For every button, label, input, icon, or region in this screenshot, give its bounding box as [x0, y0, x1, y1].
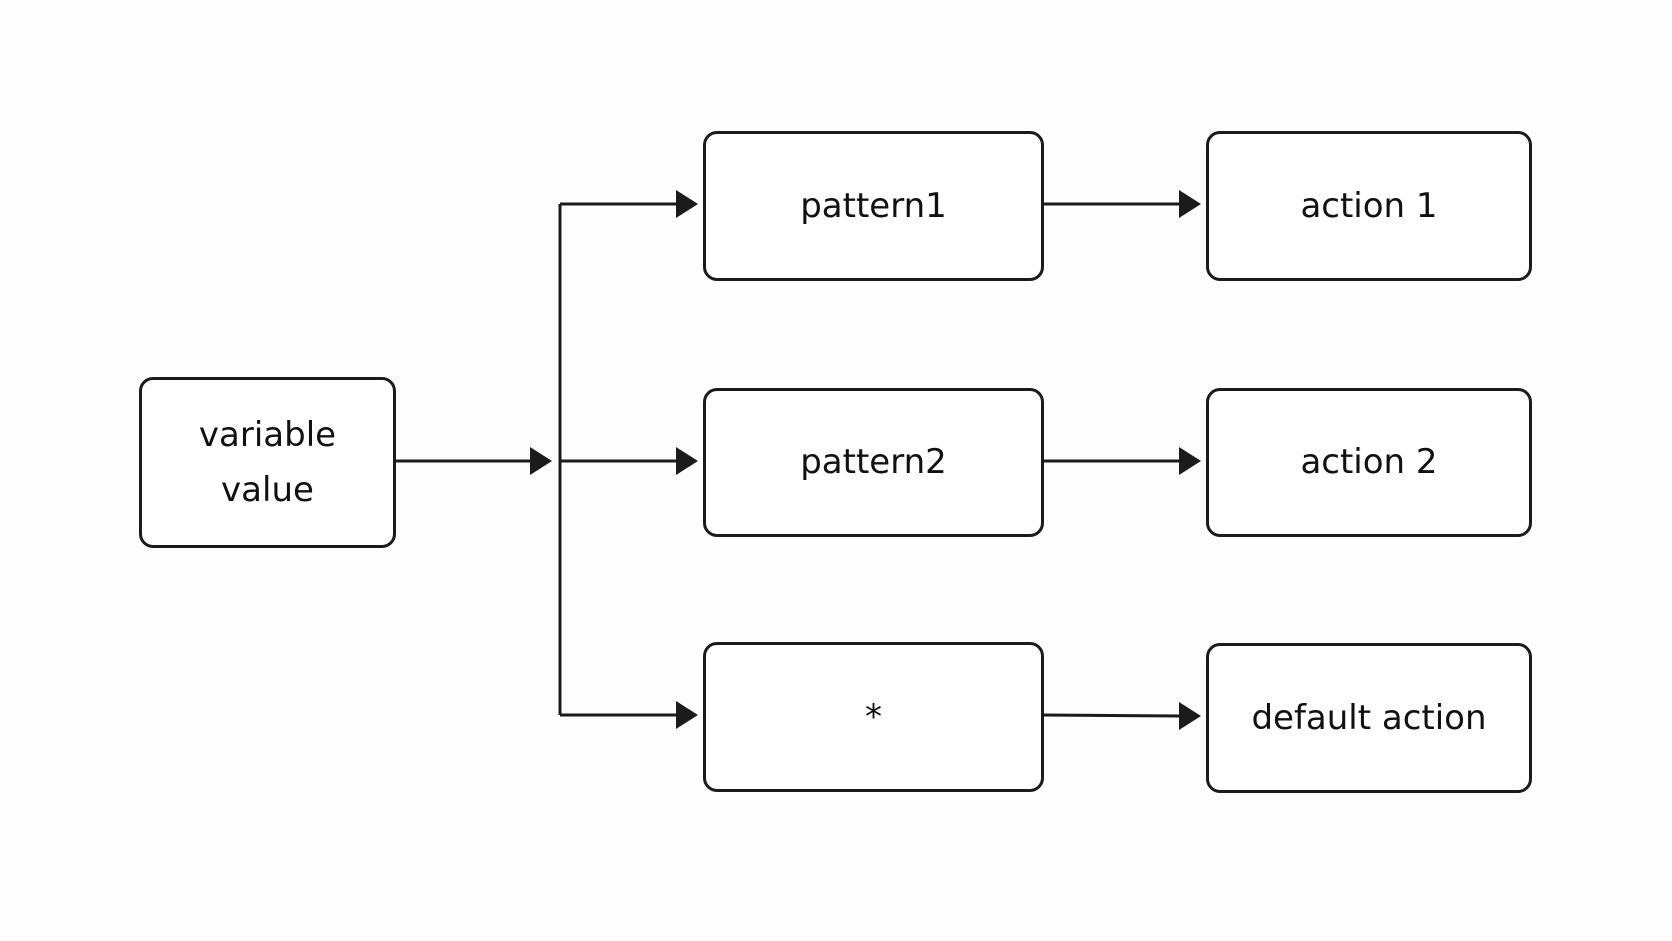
branch-arrowhead-2	[676, 447, 698, 475]
action-node-2: action 2	[1206, 388, 1532, 537]
pattern-label-2: pattern2	[800, 442, 947, 483]
input-arrowhead	[530, 447, 552, 475]
action-label-1: action 1	[1300, 185, 1438, 226]
pattern-node-2: pattern2	[703, 388, 1044, 537]
pattern-node-default: *	[703, 642, 1044, 792]
action-node-1: action 1	[1206, 131, 1532, 281]
pattern-node-1: pattern1	[703, 131, 1044, 281]
action-arrowhead-2	[1179, 447, 1201, 475]
action-arrowhead-1	[1179, 190, 1201, 218]
action-connector-3	[1042, 713, 1184, 718]
action-label-default: default action	[1251, 697, 1487, 738]
action-node-default: default action	[1206, 643, 1532, 793]
action-label-2: action 2	[1300, 442, 1438, 483]
variable-value-node: variable value	[139, 377, 396, 548]
pattern-label-default: *	[865, 696, 882, 737]
branch-arrowhead-1	[676, 190, 698, 218]
action-arrowhead-3	[1179, 702, 1201, 730]
branch-arrowhead-3	[676, 701, 698, 729]
pattern-label-1: pattern1	[800, 185, 947, 226]
variable-value-label: variable value	[198, 415, 337, 510]
